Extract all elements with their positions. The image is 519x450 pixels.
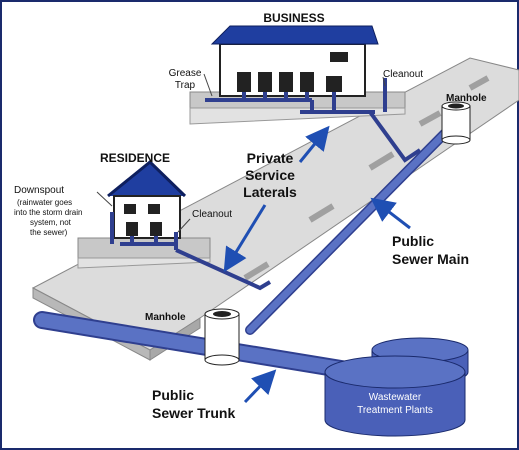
arrow-sewer-trunk bbox=[243, 369, 277, 404]
label-grease-trap-1: Grease bbox=[169, 68, 202, 79]
label-downspout-note-1: (rainwater goes bbox=[17, 198, 72, 207]
label-business: BUSINESS bbox=[263, 11, 324, 25]
label-downspout-note-2: into the storm drain bbox=[14, 208, 82, 217]
label-private-2: Service bbox=[245, 167, 295, 183]
annotation-arrows bbox=[223, 125, 411, 404]
arrow-laterals-business bbox=[298, 125, 330, 163]
label-downspout-note-3: system, not bbox=[30, 218, 72, 227]
manhole-bottom bbox=[204, 308, 240, 366]
label-sewer-main-2: Sewer Main bbox=[392, 251, 469, 267]
label-residence: RESIDENCE bbox=[100, 151, 170, 165]
residence-roof bbox=[107, 159, 187, 198]
manhole-top bbox=[441, 101, 471, 145]
label-plant-2: Treatment Plants bbox=[357, 405, 433, 416]
label-sewer-trunk-1: Public bbox=[152, 387, 194, 403]
label-private-3: Laterals bbox=[243, 184, 297, 200]
label-sewer-trunk-2: Sewer Trunk bbox=[152, 405, 235, 421]
treatment-plants bbox=[324, 337, 469, 437]
label-cleanout-residence: Cleanout bbox=[192, 209, 232, 220]
business-plumbing bbox=[205, 78, 422, 163]
label-downspout-note-4: the sewer) bbox=[30, 228, 68, 237]
label-private-1: Private bbox=[247, 150, 294, 166]
arrow-laterals-residence bbox=[223, 204, 267, 273]
label-cleanout-business: Cleanout bbox=[383, 69, 423, 80]
label-grease-trap-2: Trap bbox=[175, 80, 196, 91]
label-plant-1: Wastewater bbox=[369, 392, 422, 403]
residence-building bbox=[113, 195, 181, 239]
label-manhole-top: Manhole bbox=[446, 93, 487, 104]
residence-plumbing bbox=[110, 212, 272, 291]
label-sewer-main-1: Public bbox=[392, 233, 434, 249]
label-downspout: Downspout bbox=[14, 185, 64, 196]
arrow-sewer-main bbox=[370, 197, 411, 230]
business-roof bbox=[210, 25, 379, 45]
label-manhole-bottom: Manhole bbox=[145, 312, 186, 323]
